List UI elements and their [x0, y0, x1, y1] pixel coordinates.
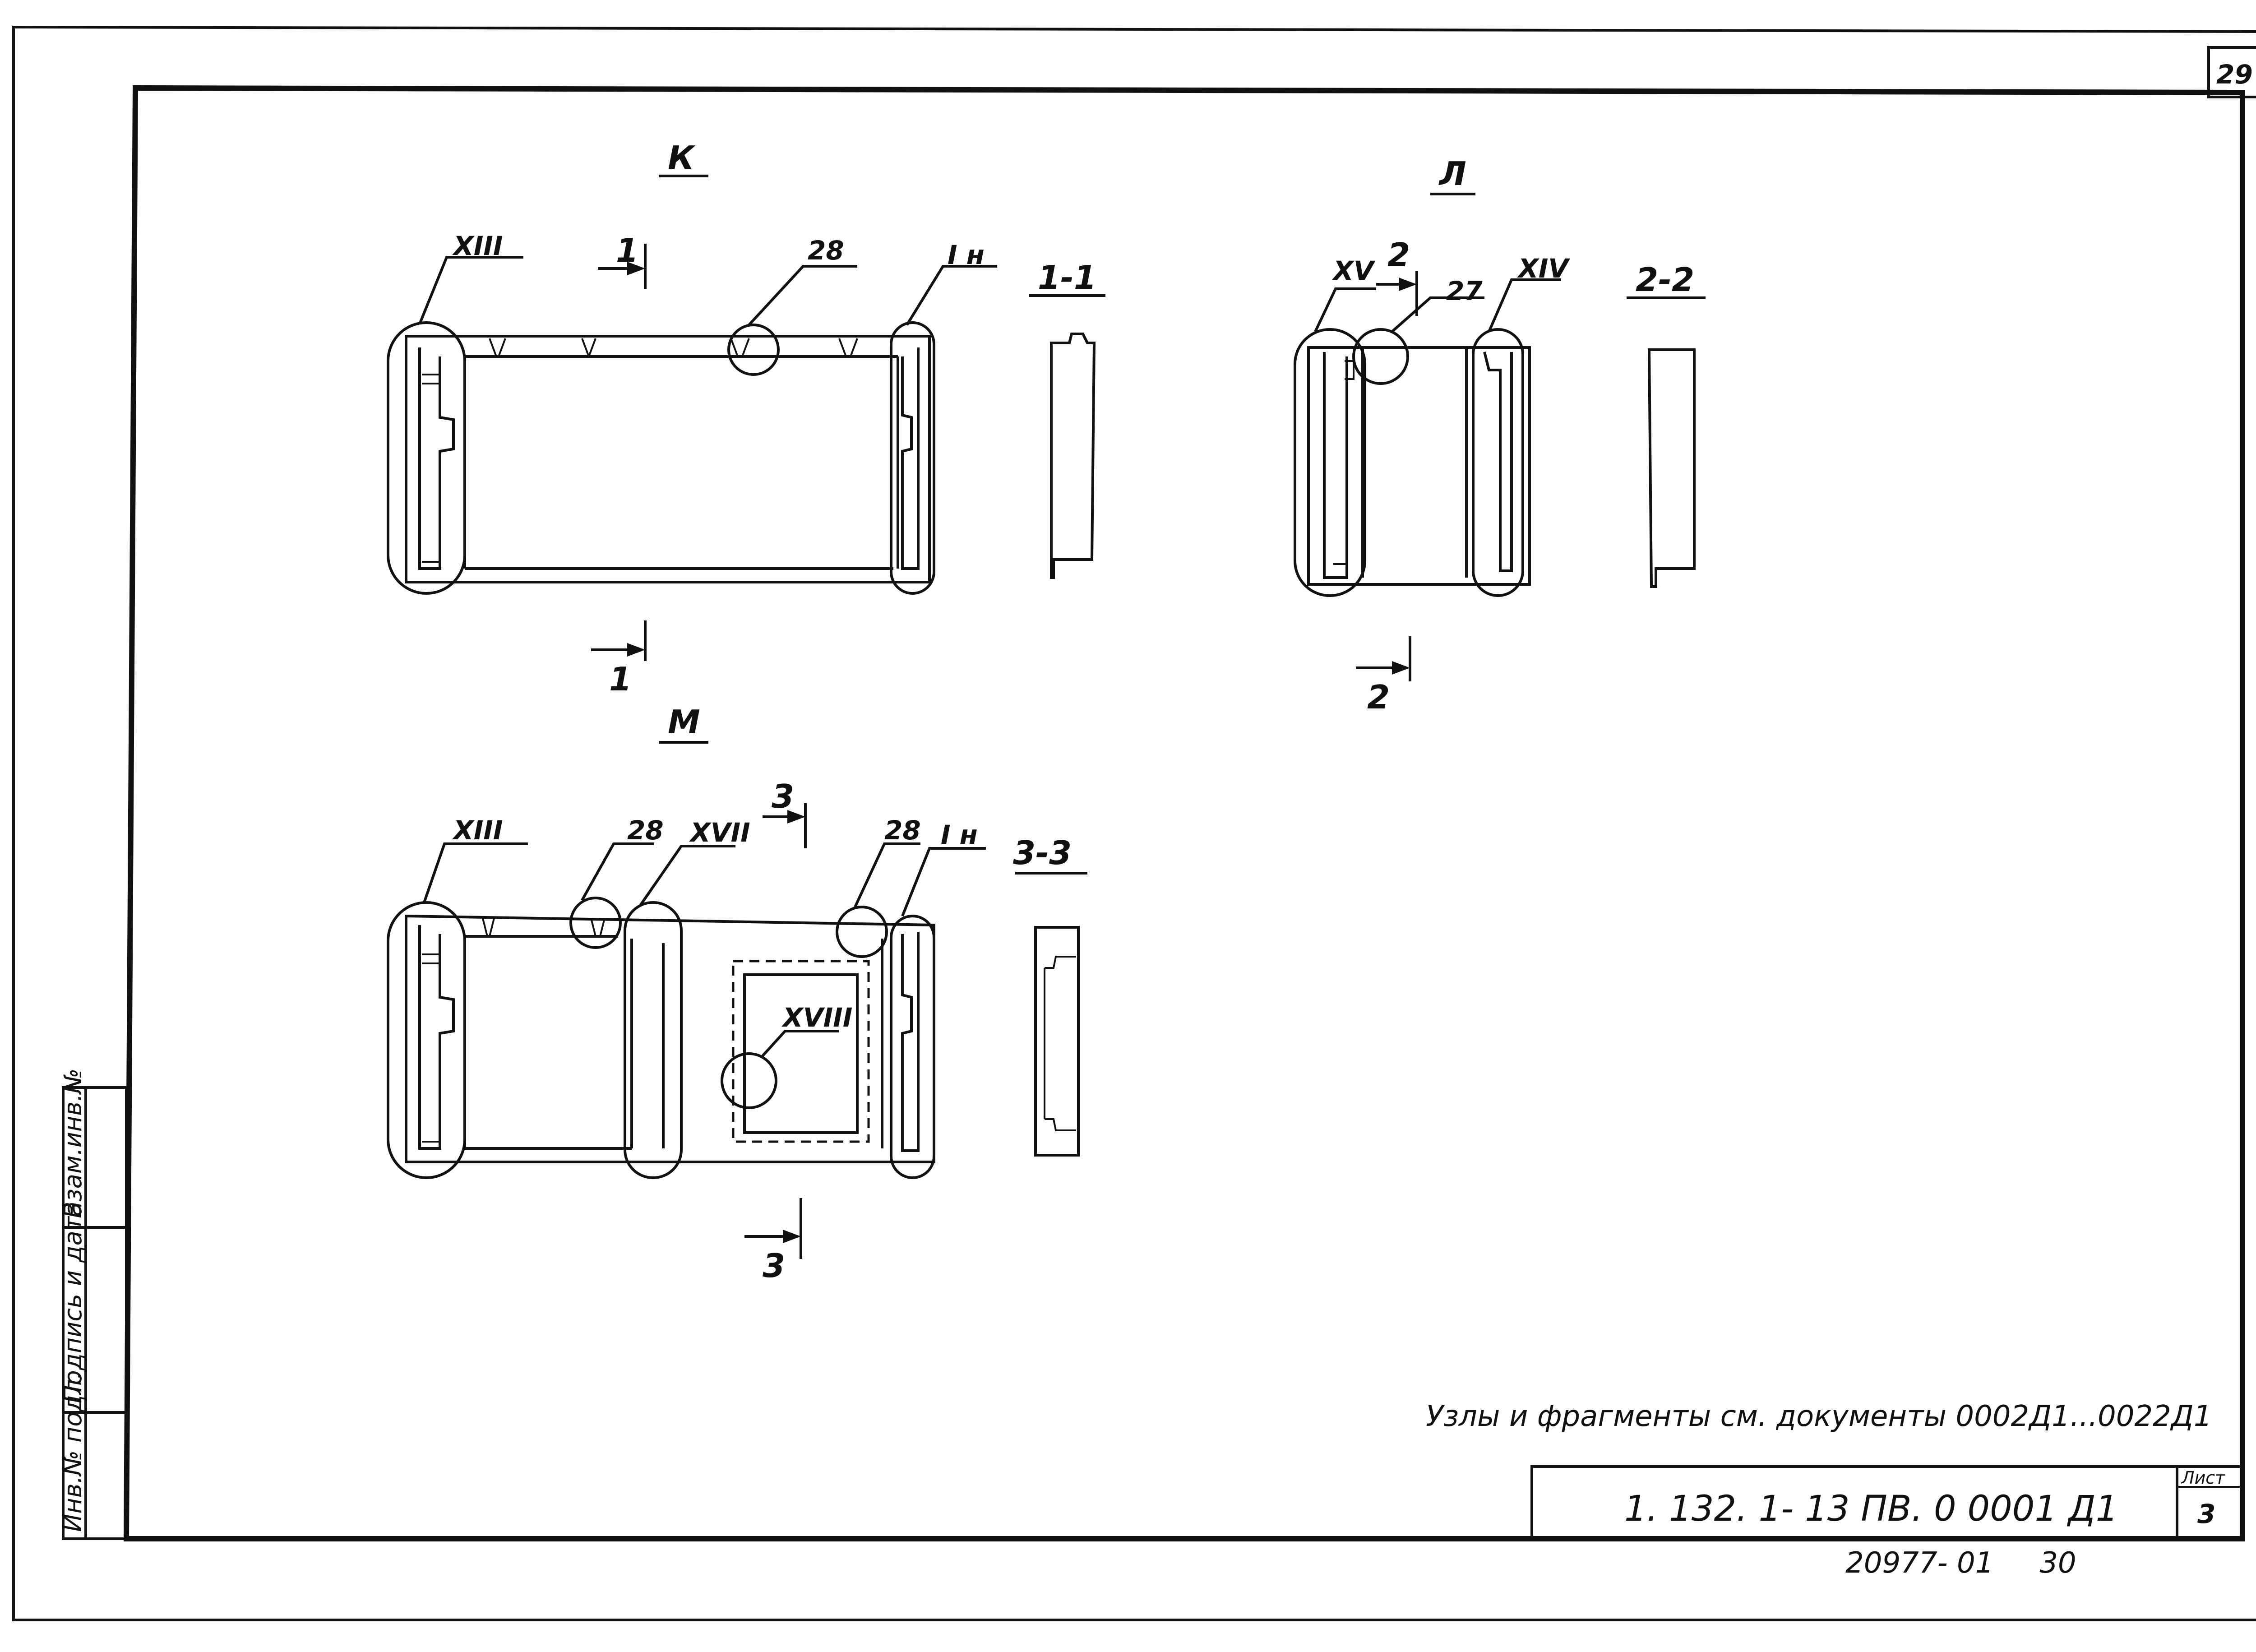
view-k-cut-top: 1	[616, 231, 638, 269]
view-k-callout-left: XIII	[452, 231, 503, 261]
view-l-cut-top: 2	[1387, 236, 1410, 274]
view-k-title: К	[668, 139, 696, 177]
sheet-number-top: 29	[2216, 59, 2253, 90]
view-k-callout-center: 28	[808, 235, 844, 266]
view-m-callout-mid2: XVII	[689, 817, 750, 848]
side-stamp	[62, 1086, 128, 1540]
view-k	[387, 175, 1105, 661]
view-l-callout-center: 27	[1446, 276, 1483, 306]
view-m	[387, 741, 1087, 1259]
view-m-callout-inner: XVIII	[781, 1002, 852, 1033]
title-block	[1530, 1465, 2244, 1540]
view-m-callout-left: XIII	[452, 815, 503, 846]
view-l-title: Л	[1438, 155, 1466, 193]
side-stamp-cell2: Подпись и дата	[59, 1202, 87, 1403]
sheet-frame	[12, 25, 2256, 1621]
view-m-cut-top: 3	[772, 777, 794, 815]
document-code: 1. 132. 1- 13 ПВ. 0 0001 Д1	[1624, 1489, 2118, 1529]
side-stamp-cell3: Взам.инв.№	[59, 1069, 87, 1218]
view-m-title: М	[668, 703, 700, 741]
view-l-cut-bottom: 2	[1367, 678, 1390, 716]
view-m-callout-mid3: 28	[884, 815, 921, 846]
view-l	[1294, 193, 1706, 681]
view-l-section-title: 2-2	[1636, 261, 1694, 299]
view-k-section-title: 1-1	[1038, 259, 1096, 296]
general-note: Узлы и фрагменты см. документы 0002Д1...…	[1426, 1400, 2212, 1433]
view-k-callout-right: I н	[948, 240, 985, 270]
view-m-callout-mid1: 28	[627, 815, 664, 846]
view-m-section-title: 3-3	[1013, 834, 1072, 872]
sheet-label: Лист	[2181, 1468, 2226, 1488]
view-m-callout-right: I н	[941, 819, 978, 850]
view-m-cut-bottom: 3	[763, 1247, 785, 1285]
sheet-value: 3	[2197, 1499, 2215, 1529]
view-l-callout-right: XIV	[1517, 253, 1570, 284]
bottom-number: 20977- 01 30	[1845, 1546, 2076, 1580]
view-k-cut-bottom: 1	[609, 660, 632, 698]
side-stamp-cell1: Инв.№ подл.	[59, 1372, 87, 1532]
view-l-callout-left: XV	[1332, 255, 1376, 286]
